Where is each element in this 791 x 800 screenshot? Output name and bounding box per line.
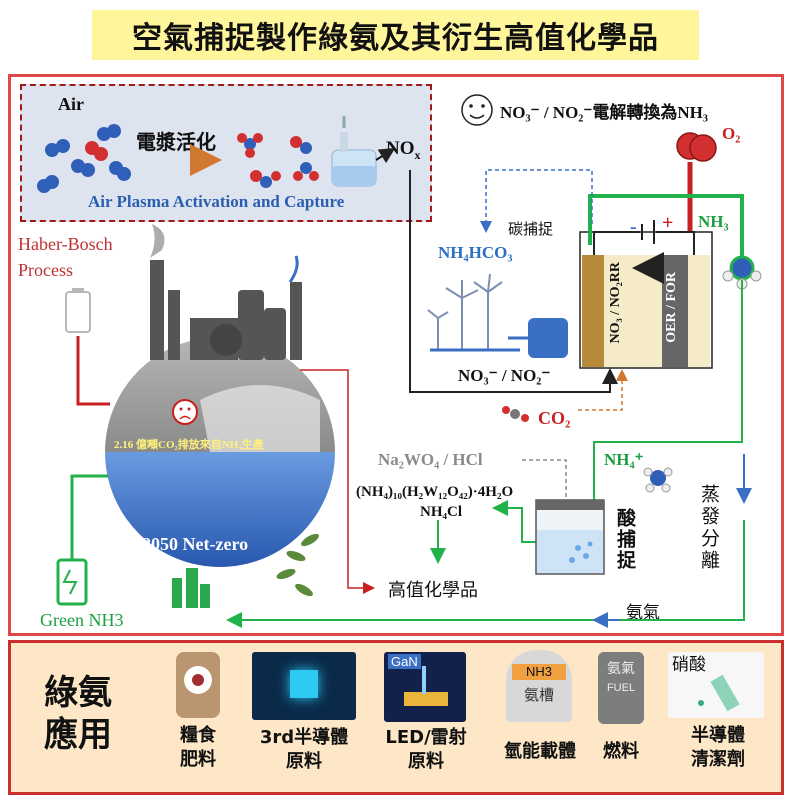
co2-emission-note: 2.16 億噸CO₂排放來自NH₃生產	[114, 439, 264, 451]
nh4cl-label: NH₄Cl	[420, 504, 462, 520]
app-fuel-label: 燃料	[590, 740, 652, 764]
page-title: 空氣捕捉製作綠氨及其衍生高值化學品	[92, 10, 699, 60]
minus-terminal: -	[630, 216, 637, 238]
app-semiconductor-label: 3rd半導體 原料	[246, 726, 362, 774]
co2-molecule-icon	[502, 406, 529, 422]
haber-bosch-label: Haber-Bosch	[18, 234, 113, 254]
nh4hco3-label: NH₄HCO₃	[438, 243, 513, 262]
app-led-label: LED/雷射 原料	[368, 726, 484, 774]
led-gan-icon: GaN	[384, 652, 466, 722]
app-cleaner-label: 半導體 清潔劑	[670, 724, 766, 772]
plant-icon	[276, 533, 319, 597]
cathode-label: NO₃ / NO₂RR	[608, 262, 623, 344]
electro-heading: NO₃⁻ / NO₂⁻電解轉換為NH₃	[500, 103, 708, 122]
applications-heading-line1: 綠氨	[44, 673, 112, 713]
barrel-top-label: 氨氣	[607, 661, 635, 677]
app-cleaner-line1: 半導體	[691, 725, 745, 746]
fuel-barrel-icon: 氨氣 FUEL	[598, 652, 644, 724]
reagent-label: Na₂WO₄ / HCl	[378, 450, 483, 469]
app-semiconductor-line1: 3rd半導體	[259, 727, 349, 748]
applications-heading-line2: 應用	[44, 715, 112, 755]
high-value-chemicals-label: 高值化學品	[388, 580, 478, 601]
empty-battery-icon	[65, 291, 91, 333]
semiconductor-chip-icon	[252, 652, 356, 720]
app-hydrogen-carrier-line1: 氫能載體	[504, 741, 576, 762]
o2-molecule-icon	[676, 132, 717, 162]
happy-face-icon	[461, 94, 493, 126]
electrolyser-cell	[579, 231, 713, 369]
app-fertilizer-line1: 糧食	[180, 725, 216, 746]
sad-face-icon	[172, 399, 198, 425]
app-fertilizer-line2: 肥料	[180, 749, 216, 770]
nh3-tag: NH3	[512, 664, 566, 680]
wind-turbines-icon	[427, 273, 520, 352]
nitric-acid-cleaner-icon: 硝酸	[668, 652, 764, 718]
carbon-capture-label: 碳捕捉	[508, 220, 554, 238]
nh4-plus-label: NH₄⁺	[604, 450, 644, 469]
net-zero-label: 2050 Net-zero	[142, 534, 249, 554]
app-cleaner-line2: 清潔劑	[691, 749, 745, 770]
evaporation-separation-label: 蒸發分離	[698, 484, 720, 572]
app-fuel-line1: 燃料	[603, 741, 639, 762]
nh3-label: NH₃	[698, 212, 729, 231]
green-nh3-label: Green NH3	[40, 610, 124, 630]
ammonia-gas-label: 氨氣	[626, 603, 660, 623]
plus-terminal: +	[662, 212, 674, 234]
process-diagram-graphics	[37, 94, 762, 628]
nox-subscript: x	[414, 147, 421, 162]
anode-label: OER / FOR	[664, 272, 679, 343]
acid-capture-vessel-icon	[535, 499, 605, 575]
app-semiconductor-line2: 原料	[286, 751, 322, 772]
app-led-line1: LED/雷射	[385, 727, 467, 748]
app-hydrogen-carrier-label: 氫能載體	[488, 740, 592, 764]
acid-capture-label: 酸捕捉	[614, 508, 636, 571]
capture-bottle-icon	[331, 116, 377, 187]
nox-molecules-icon	[237, 133, 319, 188]
app-fertilizer-label: 糧食 肥料	[160, 724, 236, 772]
acid-label: 硝酸	[672, 655, 706, 675]
nox-input-label: NO₃⁻ / NO₂⁻	[458, 366, 551, 385]
energy-storage-icon	[528, 318, 568, 358]
factory-icon	[150, 260, 302, 360]
app-led-line2: 原料	[408, 751, 444, 772]
barrel-fuel-label: FUEL	[606, 682, 636, 694]
process-label: Process	[18, 260, 73, 280]
air-label: Air	[58, 94, 84, 114]
o2-label: O₂	[722, 124, 741, 143]
gan-badge: GaN	[388, 654, 421, 669]
applications-heading: 綠氨 應用	[44, 672, 112, 756]
green-buildings-icon	[172, 568, 210, 608]
nh4-ion-icon	[643, 467, 673, 493]
co2-label: CO₂	[538, 408, 571, 428]
nh3-molecule-icon	[722, 255, 762, 290]
tank-label: 氨槽	[523, 686, 554, 704]
plasma-caption: Air Plasma Activation and Capture	[88, 192, 345, 211]
n2-molecules-icon	[37, 124, 131, 193]
fertilizer-bag-icon	[176, 652, 220, 718]
tungstate-formula: (NH₄)₁₀(H₂W₁₂O₄₂)·4H₂O	[356, 484, 514, 500]
nh3-tank-icon: NH3 氨槽	[506, 650, 572, 722]
